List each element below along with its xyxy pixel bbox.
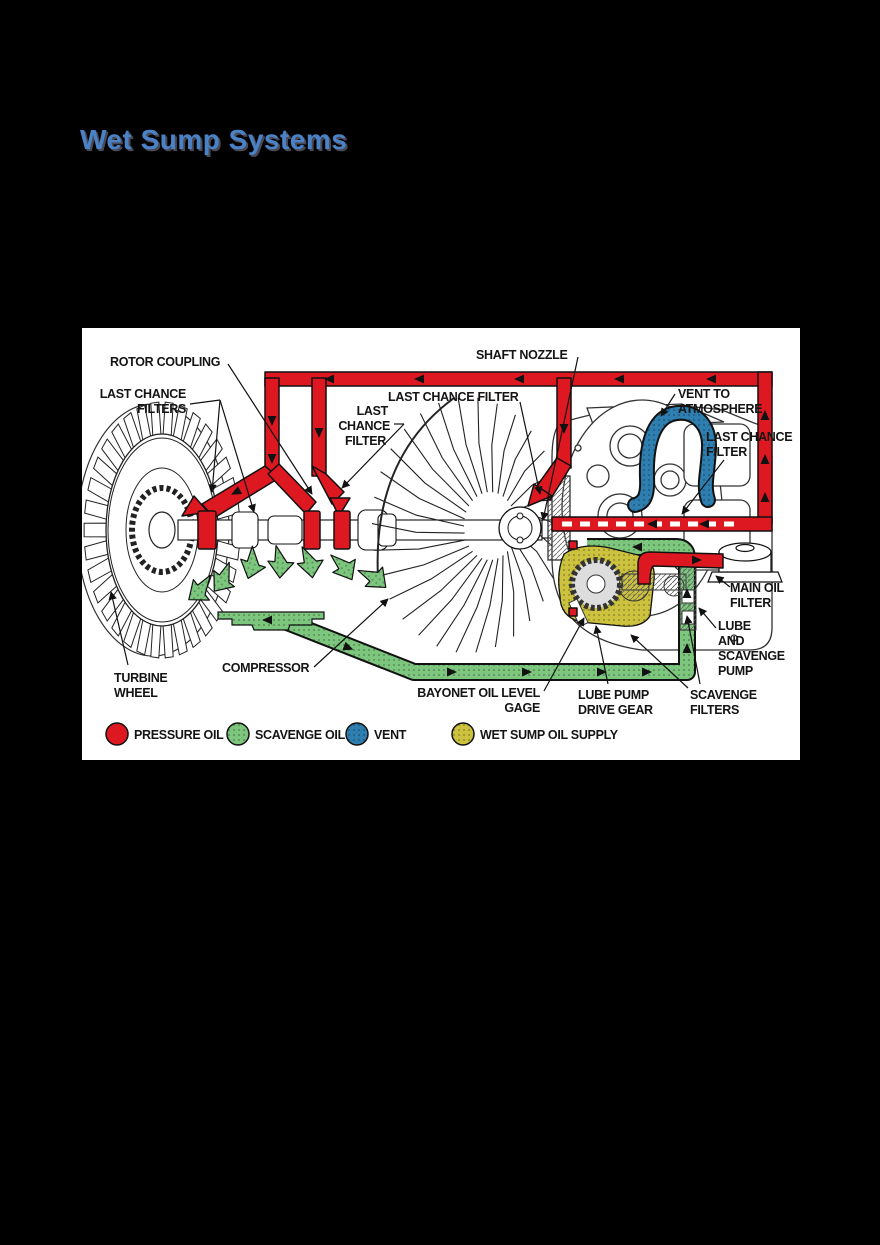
label-shaft-nozzle: SHAFT NOZZLE <box>476 348 568 362</box>
svg-text:WHEEL: WHEEL <box>114 686 158 700</box>
label-vent-to-atmosphere: VENT TO <box>678 387 730 401</box>
label-compressor: COMPRESSOR <box>222 661 310 675</box>
legend-label-scavenge-oil: SCAVENGE OIL <box>255 728 346 742</box>
legend-swatch-pressure-oil <box>105 722 129 746</box>
label-rotor-coupling: ROTOR COUPLING <box>110 355 220 369</box>
svg-text:FILTERS: FILTERS <box>690 703 739 717</box>
label-bayonet-oil-level-gage: BAYONET OIL LEVEL <box>417 686 540 700</box>
label-lube-and-scavenge-pump: LUBE <box>718 619 751 633</box>
diagram-labels: ROTOR COUPLING LAST CHANCE FILTERS LAST … <box>100 348 793 717</box>
label-last-chance-filters: LAST CHANCE <box>100 387 186 401</box>
diagram-panel: ROTOR COUPLING LAST CHANCE FILTERS LAST … <box>76 328 800 760</box>
main-oil-filter-graphic <box>707 542 783 583</box>
label-last-chance-filter-right: LAST CHANCE <box>706 430 792 444</box>
svg-text:CHANCE: CHANCE <box>338 419 390 433</box>
legend-label-pressure-oil: PRESSURE OIL <box>134 728 224 742</box>
scavenge-spray-arrows <box>188 544 387 601</box>
svg-text:FILTERS: FILTERS <box>137 402 186 416</box>
legend: PRESSURE OIL SCAVENGE OIL VENT WET SUMP … <box>105 722 619 746</box>
svg-text:SCAVENGE: SCAVENGE <box>718 649 785 663</box>
legend-label-vent: VENT <box>374 728 407 742</box>
pressure-oil-circuit <box>181 371 773 617</box>
legend-label-wet-sump: WET SUMP OIL SUPPLY <box>480 728 619 742</box>
label-scavenge-filters: SCAVENGE <box>690 688 757 702</box>
compressor-graphic <box>371 397 563 653</box>
rotor-coupling-graphic <box>197 510 217 550</box>
label-turbine-wheel: TURBINE <box>114 671 167 685</box>
label-main-oil-filter: MAIN OIL <box>730 581 785 595</box>
wet-sump-diagram: ROTOR COUPLING LAST CHANCE FILTERS LAST … <box>76 348 793 746</box>
vent-pipe <box>627 404 717 513</box>
svg-text:ATMOSPHERE: ATMOSPHERE <box>678 402 762 416</box>
svg-text:PUMP: PUMP <box>718 664 753 678</box>
flow-direction-arrows <box>231 374 770 677</box>
label-last-chance-filter-stacked: LAST <box>357 404 389 418</box>
page-title: Wet Sump Systems <box>80 124 348 155</box>
svg-text:GAGE: GAGE <box>504 701 540 715</box>
svg-text:AND: AND <box>718 634 744 648</box>
leader-lines <box>108 356 731 692</box>
label-lube-pump-drive-gear: LUBE PUMP <box>578 688 649 702</box>
svg-text:FILTER: FILTER <box>730 596 771 610</box>
svg-text:DRIVE GEAR: DRIVE GEAR <box>578 703 653 717</box>
svg-text:FILTER: FILTER <box>706 445 747 459</box>
svg-text:FILTER: FILTER <box>345 434 386 448</box>
label-last-chance-filter-center: LAST CHANCE FILTER <box>388 390 519 404</box>
